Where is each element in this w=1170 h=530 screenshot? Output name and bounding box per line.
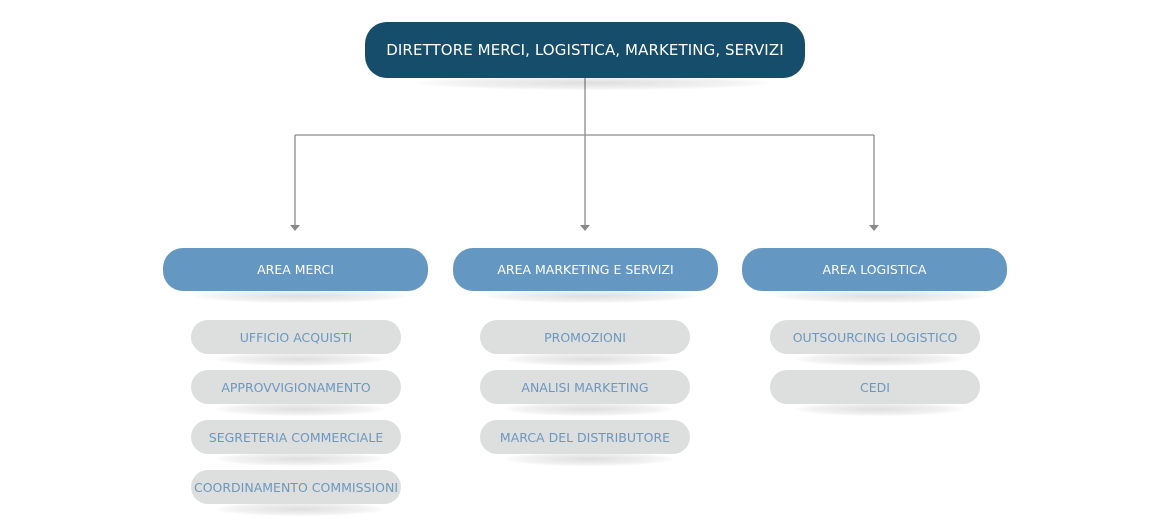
area-node-merci: AREA MERCI <box>163 248 428 303</box>
area-node-marketing-servizi: AREA MARKETING E SERVIZI <box>453 248 718 303</box>
item-node-segreteria-commerciale: SEGRETERIA COMMERCIALE <box>191 420 401 466</box>
arrowhead-icon <box>290 225 300 231</box>
item-node-label: APPROVVIGIONAMENTO <box>221 379 371 395</box>
root-node: DIRETTORE MERCI, LOGISTICA, MARKETING, S… <box>365 22 805 90</box>
item-node-label: MARCA DEL DISTRIBUTORE <box>499 429 671 445</box>
area-node-label: AREA MERCI <box>257 262 334 277</box>
item-node-label: UFFICIO ACQUISTI <box>239 329 353 345</box>
item-node-analisi-marketing: ANALISI MARKETING <box>480 370 690 416</box>
arrowhead-icon <box>869 225 879 231</box>
connector-lines <box>290 78 879 231</box>
item-node-label: CEDI <box>860 379 890 395</box>
item-node-label: ANALISI MARKETING <box>521 379 649 395</box>
item-node-promozioni: PROMOZIONI <box>480 320 690 366</box>
item-node-ufficio-acquisti: UFFICIO ACQUISTI <box>191 320 401 366</box>
item-node-outsourcing-logistico: OUTSOURCING LOGISTICO <box>770 320 980 366</box>
item-node-coordinamento-commissioni: COORDINAMENTO COMMISSIONI <box>191 470 401 516</box>
area-node-label: AREA LOGISTICA <box>822 262 927 277</box>
item-node-cedi: CEDI <box>770 370 980 416</box>
item-node-marca-del-distributore: MARCA DEL DISTRIBUTORE <box>480 420 690 466</box>
item-node-approvvigionamento: APPROVVIGIONAMENTO <box>191 370 401 416</box>
item-node-label: SEGRETERIA COMMERCIALE <box>208 429 384 445</box>
arrowhead-icon <box>580 225 590 231</box>
area-node-label: AREA MARKETING E SERVIZI <box>497 262 674 277</box>
item-node-label: PROMOZIONI <box>544 329 626 345</box>
item-node-label: OUTSOURCING LOGISTICO <box>792 329 958 345</box>
root-node-label: DIRETTORE MERCI, LOGISTICA, MARKETING, S… <box>386 41 784 59</box>
item-node-label: COORDINAMENTO COMMISSIONI <box>193 479 399 495</box>
area-node-logistica: AREA LOGISTICA <box>742 248 1007 303</box>
